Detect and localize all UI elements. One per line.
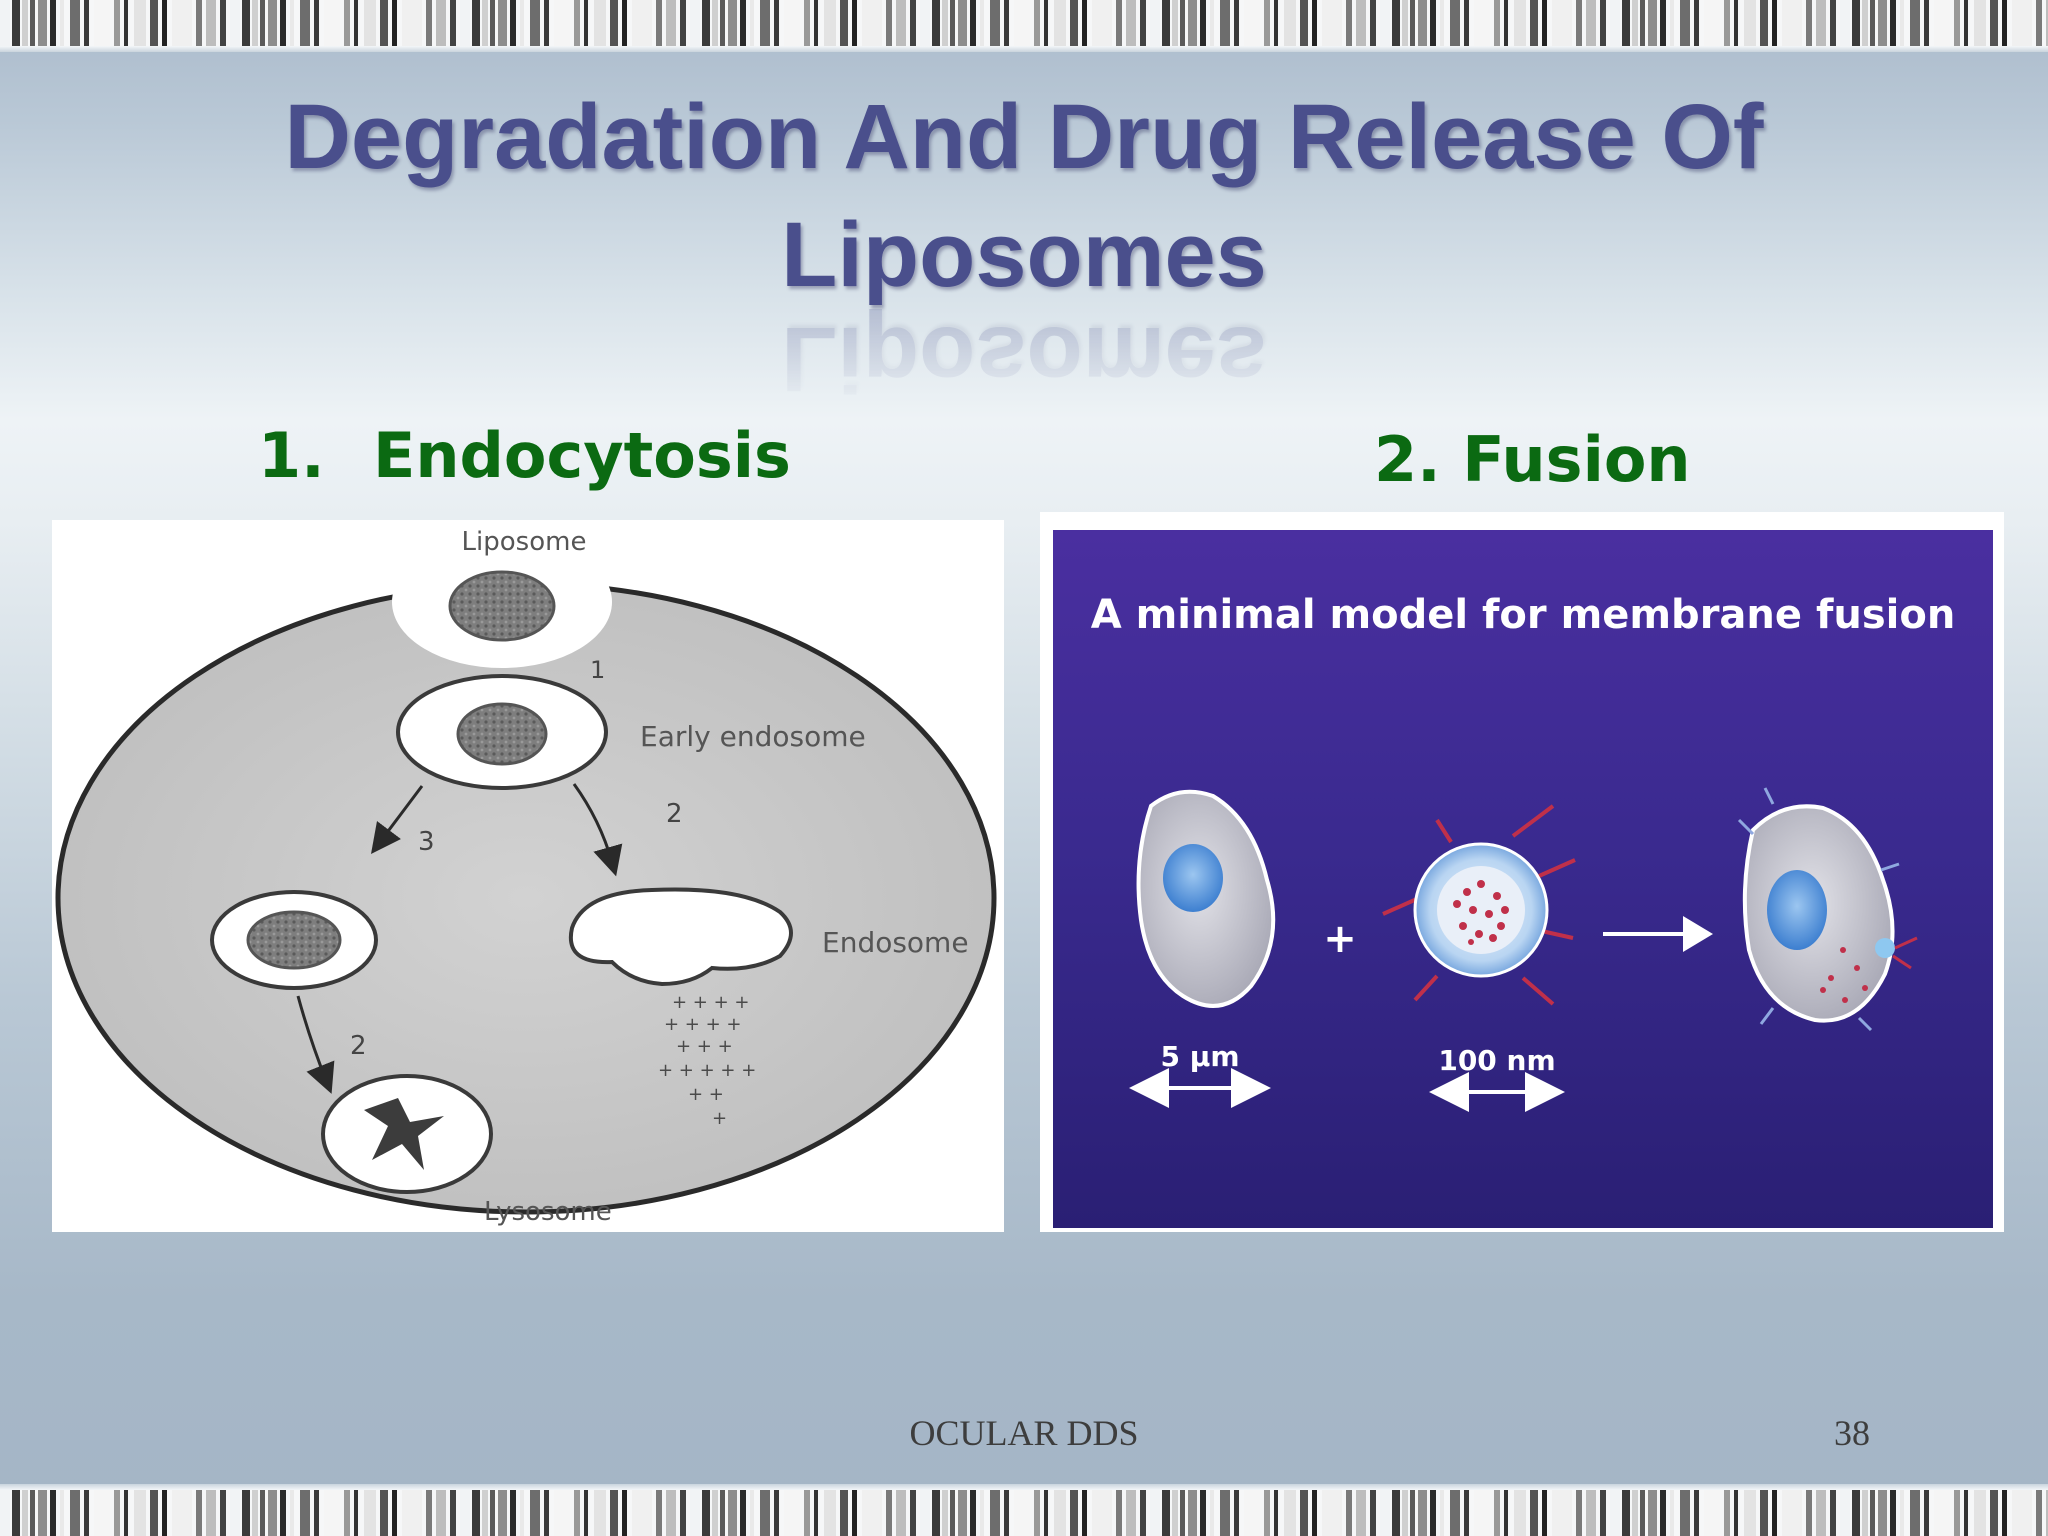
label-liposome: Liposome xyxy=(462,527,587,557)
endosome-releasing xyxy=(568,887,793,987)
fusion-figure-frame: A minimal model for membrane fusion + xyxy=(1040,512,2004,1232)
step-label-1: 1 xyxy=(590,656,605,684)
arrow-to-lysosome xyxy=(296,995,335,1094)
slide-title: Degradation And Drug Release Of Liposome… xyxy=(0,78,2048,314)
title-line-1: Degradation And Drug Release Of xyxy=(284,86,1764,188)
heading-endocytosis-number: 1. xyxy=(258,419,325,492)
plus-sign: + xyxy=(1323,916,1357,962)
fusion-svg: A minimal model for membrane fusion + xyxy=(1053,530,1993,1228)
liposome-scale-label: 100 nm xyxy=(1438,1044,1555,1077)
fusion-figure: A minimal model for membrane fusion + xyxy=(1053,530,1993,1228)
strip-pattern xyxy=(0,1490,2048,1536)
svg-text:+ + + +: + + + + xyxy=(672,992,750,1013)
label-lysosome: Lysosome xyxy=(484,1197,612,1227)
svg-text:+ + + + +: + + + + + xyxy=(658,1060,756,1081)
endocytosis-svg: Liposome 1 Early endosome 3 2 Endosome +… xyxy=(55,527,997,1227)
heading-fusion: 2. Fusion xyxy=(1374,423,1691,496)
step-label-2b: 2 xyxy=(666,799,683,829)
arrow-to-endosome xyxy=(572,783,623,877)
bottom-decorative-strip xyxy=(0,1484,2048,1536)
fused-cell xyxy=(1737,787,1918,1032)
degraded-liposome xyxy=(364,1098,444,1170)
top-decorative-strip xyxy=(0,0,2048,52)
heading-endocytosis: 1. Endocytosis xyxy=(258,420,791,492)
endocytosis-diagram: Liposome 1 Early endosome 3 2 Endosome +… xyxy=(52,520,1004,1232)
liposome-particle xyxy=(448,570,556,642)
fusion-title: A minimal model for membrane fusion xyxy=(1091,592,1956,638)
svg-text:+ + + +: + + + + xyxy=(664,1014,742,1035)
left-vesicle-particle xyxy=(246,910,342,970)
fusion-cell-nucleus xyxy=(1163,844,1223,912)
svg-text:+: + xyxy=(712,1108,727,1129)
arrow-to-left-vesicle xyxy=(371,785,424,854)
early-endosome-particle xyxy=(456,702,548,766)
heading-endocytosis-label: Endocytosis xyxy=(373,419,791,492)
step-label-2a: 2 xyxy=(350,1031,367,1061)
step-label-3: 3 xyxy=(418,827,435,857)
label-early-endosome: Early endosome xyxy=(640,720,866,753)
cell-scale-label: 5 µm xyxy=(1160,1040,1239,1073)
svg-text:+ + +: + + + xyxy=(676,1036,733,1057)
fusion-liposome xyxy=(1382,804,1576,1006)
fusion-arrow xyxy=(1603,916,1713,952)
label-endosome: Endosome xyxy=(822,926,969,959)
title-line-2: Liposomes xyxy=(781,204,1267,306)
released-drug-particles: + + + + + + + + + + + + + + + + + + + xyxy=(658,992,756,1129)
strip-pattern xyxy=(0,0,2048,46)
svg-text:+ +: + + xyxy=(688,1084,724,1105)
footer-label: OCULAR DDS xyxy=(909,1413,1139,1453)
page-number: 38 xyxy=(1834,1413,1870,1453)
